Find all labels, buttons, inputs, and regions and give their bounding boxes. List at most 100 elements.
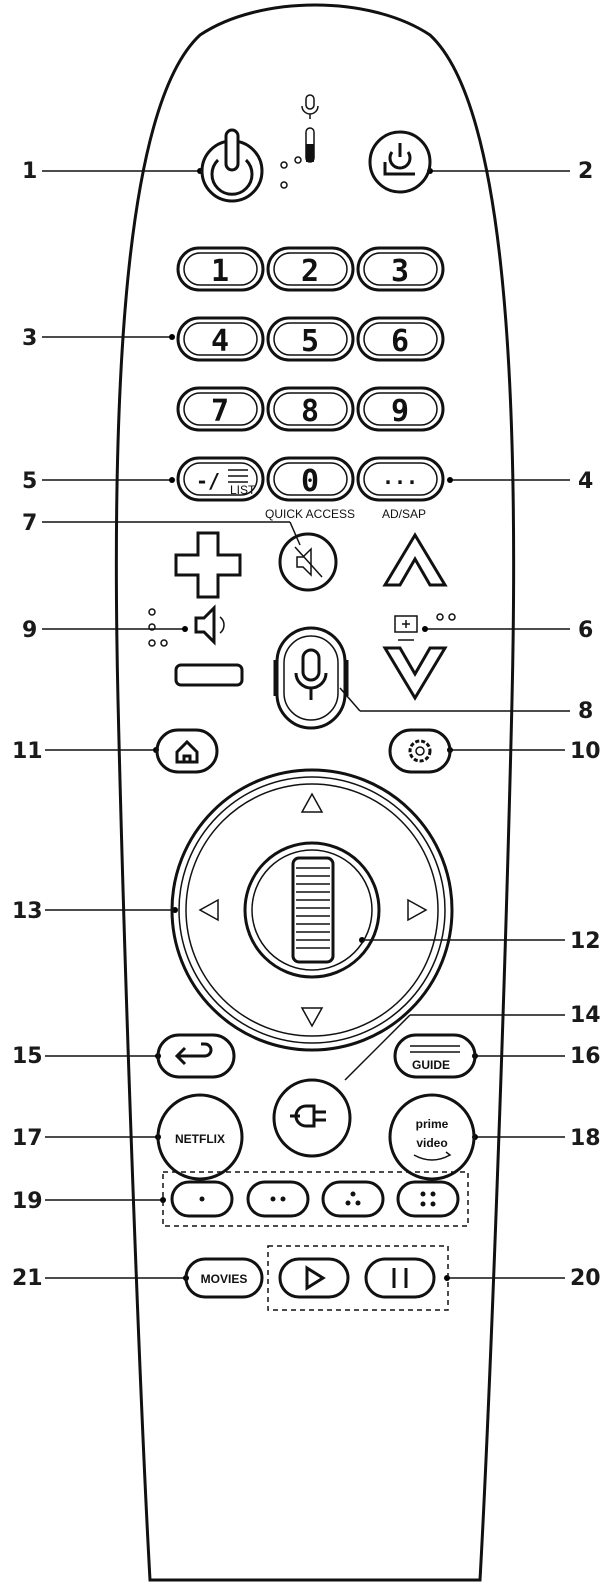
number-button-2[interactable]: 2 xyxy=(266,246,355,292)
number-button-1[interactable]: 1 xyxy=(176,246,265,292)
mute-icon xyxy=(294,546,323,578)
volume-down-button[interactable] xyxy=(174,663,244,687)
digit-label: 4 xyxy=(211,324,229,359)
wheel-grip xyxy=(296,867,330,949)
callout-14: 14 xyxy=(570,1003,601,1028)
dash-slash-label: -/ xyxy=(196,469,220,493)
pause-button[interactable] xyxy=(364,1257,436,1299)
digit-label: 5 xyxy=(301,324,319,359)
volume-down-icon xyxy=(174,663,244,687)
callout-19: 19 xyxy=(12,1189,43,1214)
callout-11: 11 xyxy=(12,739,43,764)
callout-7: 7 xyxy=(22,511,37,536)
number-pad: 1 2 3 4 5 6 7 8 9 -/ LIST 0 ... xyxy=(176,246,445,502)
callout-1: 1 xyxy=(22,159,37,184)
shortcut-button-2[interactable] xyxy=(246,1180,310,1218)
arrow-down-icon[interactable] xyxy=(300,1007,324,1028)
mic-switch-icon xyxy=(301,94,319,163)
callout-18: 18 xyxy=(570,1126,601,1151)
arrow-up-icon[interactable] xyxy=(300,792,324,813)
callout-20: 20 xyxy=(570,1266,601,1291)
number-button-3[interactable]: 3 xyxy=(356,246,445,292)
quick-access-label: QUICK ACCESS xyxy=(265,507,355,521)
channel-up-icon xyxy=(382,532,448,587)
number-button-5[interactable]: 5 xyxy=(266,316,355,362)
callout-9: 9 xyxy=(22,618,37,643)
digit-label: 2 xyxy=(301,254,319,289)
video-label: video xyxy=(416,1136,447,1150)
prime-label: prime xyxy=(416,1117,449,1131)
channel-down-button[interactable] xyxy=(382,646,448,701)
callout-17: 17 xyxy=(12,1126,43,1151)
ad-sap-label: AD/SAP xyxy=(382,507,426,521)
digit-label: 9 xyxy=(391,394,409,429)
netflix-button[interactable]: NETFLIX xyxy=(156,1093,244,1181)
microphone-button[interactable] xyxy=(273,626,349,730)
number-button-9[interactable]: 9 xyxy=(356,386,445,432)
movies-label: MOVIES xyxy=(201,1272,248,1286)
channel-up-button[interactable] xyxy=(382,532,448,587)
input-power-icon xyxy=(383,143,415,176)
home-button[interactable] xyxy=(155,728,219,774)
callout-16: 16 xyxy=(570,1044,601,1069)
callout-15: 15 xyxy=(12,1044,43,1069)
digit-label: 1 xyxy=(211,254,229,289)
volume-up-icon xyxy=(174,531,242,599)
input-power-button[interactable] xyxy=(368,130,432,194)
guide-button[interactable]: GUIDE xyxy=(393,1033,477,1079)
digit-label: 7 xyxy=(211,394,229,429)
arrow-left-icon[interactable] xyxy=(198,898,219,922)
settings-icon xyxy=(408,739,432,763)
digit-label: 3 xyxy=(391,254,409,289)
navigation-ring[interactable] xyxy=(170,768,454,1052)
callout-21: 21 xyxy=(12,1266,43,1291)
speaker-icon xyxy=(194,604,216,646)
list-label: LIST xyxy=(230,483,256,497)
callout-4: 4 xyxy=(578,469,593,494)
home-icon xyxy=(175,739,199,764)
digit-label: 0 xyxy=(301,464,319,499)
volume-label xyxy=(148,604,225,647)
callout-2: 2 xyxy=(578,159,593,184)
remote-body xyxy=(114,3,516,1582)
settings-button[interactable] xyxy=(388,728,452,774)
ok-wheel[interactable] xyxy=(243,841,381,979)
input-button[interactable] xyxy=(272,1078,352,1158)
microphone-icon xyxy=(294,648,328,700)
number-button-8[interactable]: 8 xyxy=(266,386,355,432)
play-button[interactable] xyxy=(278,1257,350,1299)
mute-button[interactable] xyxy=(278,532,338,592)
digit-label: 8 xyxy=(301,394,319,429)
more-dots-label: ... xyxy=(382,465,418,489)
list-button[interactable]: -/ LIST xyxy=(176,456,265,502)
callout-5: 5 xyxy=(22,469,37,494)
number-button-4[interactable]: 4 xyxy=(176,316,265,362)
callout-13: 13 xyxy=(12,899,43,924)
netflix-label: NETFLIX xyxy=(175,1132,225,1146)
more-actions-button[interactable]: ... xyxy=(356,456,445,502)
callout-3: 3 xyxy=(22,326,37,351)
shortcut-button-1[interactable] xyxy=(170,1180,234,1218)
volume-up-button[interactable] xyxy=(174,531,242,599)
callout-10: 10 xyxy=(570,739,601,764)
shortcut-button-3[interactable] xyxy=(321,1180,385,1218)
prime-video-button[interactable]: prime video xyxy=(388,1093,476,1181)
back-icon xyxy=(174,1042,213,1066)
callout-12: 12 xyxy=(570,929,601,954)
play-icon xyxy=(305,1265,326,1291)
arrow-right-icon[interactable] xyxy=(407,898,428,922)
number-button-7[interactable]: 7 xyxy=(176,386,265,432)
power-button[interactable] xyxy=(200,128,302,203)
input-icon xyxy=(290,1104,326,1128)
channel-label xyxy=(394,613,456,641)
shortcut-button-4[interactable] xyxy=(396,1180,460,1218)
number-button-6[interactable]: 6 xyxy=(356,316,445,362)
movies-button[interactable]: MOVIES xyxy=(184,1257,264,1299)
back-button[interactable] xyxy=(156,1033,236,1079)
pause-icon xyxy=(392,1268,408,1288)
number-button-0[interactable]: 0 xyxy=(266,456,355,502)
channel-down-icon xyxy=(382,646,448,701)
callout-6: 6 xyxy=(578,618,593,643)
callouts: 1 2 3 5 4 7 9 6 8 11 10 13 12 14 15 16 1… xyxy=(12,159,601,1291)
